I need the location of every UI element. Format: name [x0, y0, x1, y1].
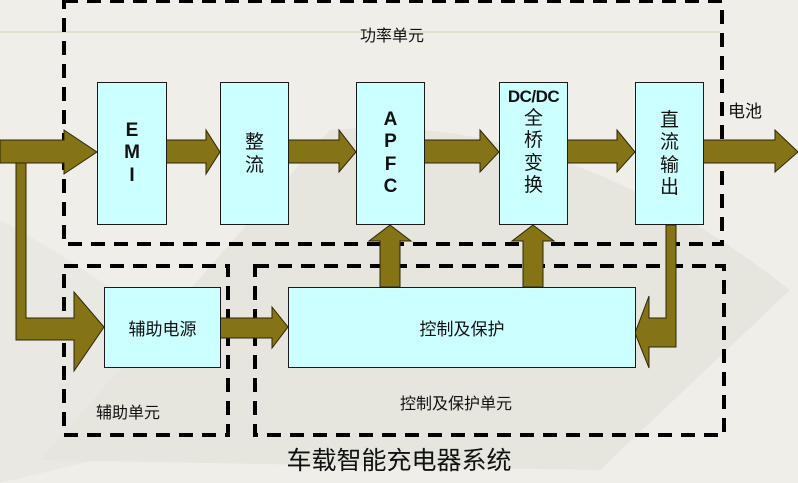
arrow-dc-output-to-control [634, 224, 677, 369]
dcdc-header: DC/DC [507, 87, 560, 106]
arrow-control-to-dcdc [510, 224, 556, 288]
emi-char: I [129, 164, 135, 186]
dcdc-char: 换 [523, 174, 543, 197]
arrow-apfc-to-dcdc [423, 128, 500, 174]
dc-output-block: 直 流 输 出 [635, 82, 704, 225]
dc-output-char: 直 [659, 108, 679, 131]
arrow-aux-power-to-control [219, 305, 289, 350]
battery-label: 电池 [728, 102, 762, 122]
apfc-char: C [383, 175, 398, 197]
power-unit-label: 功率单元 [360, 26, 425, 45]
dc-output-char: 出 [659, 175, 679, 198]
dcdc-char: 桥 [523, 129, 543, 152]
arrow-control-to-apfc [367, 224, 413, 288]
emi-char: M [124, 142, 140, 164]
apfc-char: P [384, 131, 397, 153]
arrow-dcdc-to-dc-output [566, 128, 636, 174]
dcdc-char: 全 [523, 107, 543, 130]
dc-output-char: 输 [659, 153, 679, 176]
arrow-dc-output-to-battery [702, 128, 798, 174]
aux-unit-group [62, 264, 230, 437]
dcdc-char: 变 [523, 151, 543, 174]
rectifier-char: 流 [244, 153, 264, 176]
rectifier-block: 整 流 [220, 82, 289, 225]
control-unit-label: 控制及保护单元 [400, 394, 513, 413]
emi-char: E [125, 119, 139, 141]
arrow-emi-to-rectifier [165, 128, 221, 176]
control-block: 控制及保护 [288, 287, 636, 368]
apfc-block: A P F C [356, 82, 425, 225]
rectifier-char: 整 [244, 131, 264, 154]
dc-output-char: 流 [659, 131, 679, 154]
aux-unit-label: 辅助单元 [96, 403, 161, 422]
aux-power-block: 辅助电源 [104, 287, 221, 368]
control-label: 控制及保护 [419, 320, 505, 340]
apfc-char: F [384, 153, 397, 175]
diagram-title: 车载智能充电器系统 [286, 446, 512, 475]
emi-block: E M I [97, 82, 167, 225]
dcdc-block: DC/DC 全 桥 变 换 [499, 82, 568, 225]
control-unit-group [253, 264, 726, 437]
arrow-input-to-emi [0, 129, 98, 175]
apfc-char: A [383, 108, 398, 130]
aux-power-label: 辅助电源 [128, 320, 197, 340]
arrow-input-to-aux-power [15, 162, 105, 373]
arrow-rectifier-to-apfc [287, 128, 357, 174]
